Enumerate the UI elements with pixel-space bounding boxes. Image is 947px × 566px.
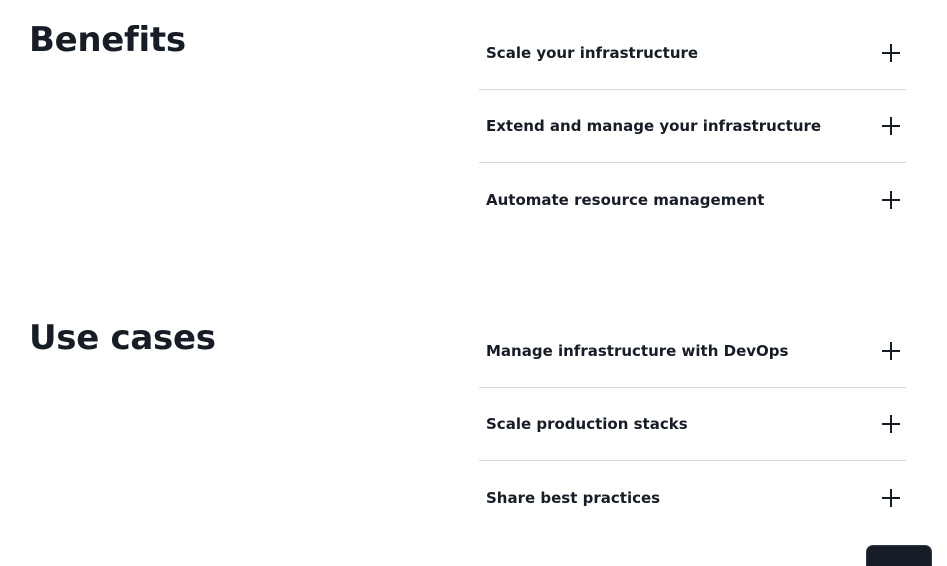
accordion-item-label: Scale production stacks bbox=[486, 415, 688, 433]
accordion-item-share-best-practices[interactable]: Share best practices bbox=[479, 461, 906, 534]
plus-icon[interactable] bbox=[882, 44, 900, 62]
use-cases-heading: Use cases bbox=[29, 318, 216, 358]
accordion-item-label: Share best practices bbox=[486, 488, 661, 507]
accordion-item-label: Scale your infrastructure bbox=[486, 44, 699, 62]
plus-icon[interactable] bbox=[882, 117, 900, 135]
accordion-item-extend-manage-infrastructure[interactable]: Extend and manage your infrastructure bbox=[479, 90, 906, 163]
accordion-item-manage-infrastructure-devops[interactable]: Manage infrastructure with DevOps bbox=[479, 315, 906, 388]
accordion-item-scale-infrastructure[interactable]: Scale your infrastructure bbox=[479, 17, 906, 90]
benefits-heading: Benefits bbox=[29, 20, 186, 60]
plus-icon[interactable] bbox=[882, 488, 900, 507]
accordion-item-label: Extend and manage your infrastructure bbox=[486, 117, 822, 135]
floating-chat-button[interactable] bbox=[867, 546, 931, 566]
use-cases-accordion: Manage infrastructure with DevOps Scale … bbox=[479, 315, 906, 534]
accordion-item-scale-production-stacks[interactable]: Scale production stacks bbox=[479, 388, 906, 461]
accordion-item-label: Manage infrastructure with DevOps bbox=[486, 342, 789, 360]
accordion-item-label: Automate resource management bbox=[486, 190, 765, 209]
plus-icon[interactable] bbox=[882, 342, 900, 360]
benefits-accordion: Scale your infrastructure Extend and man… bbox=[479, 17, 906, 236]
plus-icon[interactable] bbox=[882, 190, 900, 209]
accordion-item-automate-resource-management[interactable]: Automate resource management bbox=[479, 163, 906, 236]
plus-icon[interactable] bbox=[882, 415, 900, 433]
